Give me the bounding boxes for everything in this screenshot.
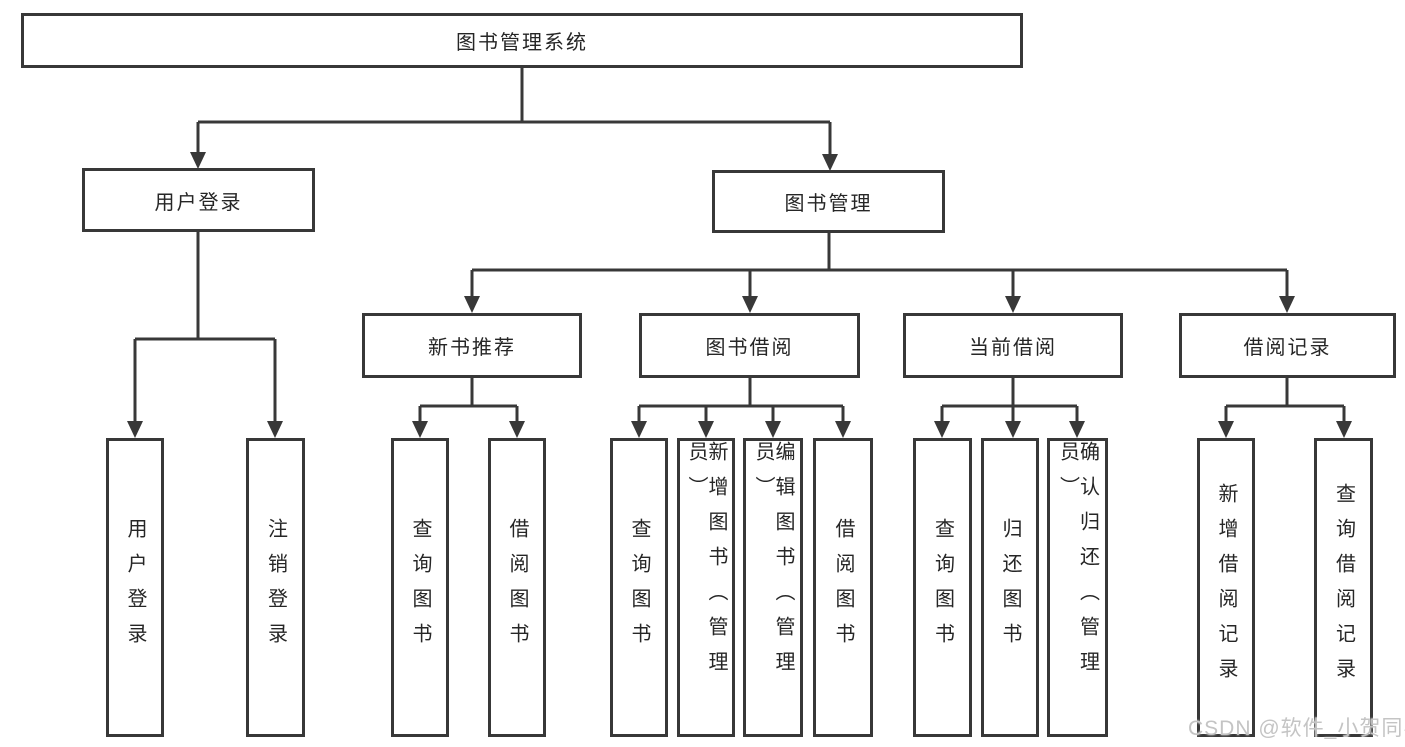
borrowing-records-connector: [1218, 378, 1352, 438]
node-borrowing-records: 借阅记录: [1179, 313, 1396, 378]
leaf-add-book-admin: 新增图书（管理员）: [677, 438, 735, 737]
node-new-book-recommend: 新书推荐: [362, 313, 582, 378]
node-label: 当前借阅: [969, 337, 1057, 359]
node-label: 查询图书: [628, 517, 650, 658]
node-label: 图书管理系统: [456, 32, 588, 54]
user-login-branch-connector: [127, 232, 283, 438]
leaf-query-books-borrowing: 查询图书: [610, 438, 668, 737]
arrowhead-icon: [412, 421, 428, 438]
arrowhead-icon: [934, 421, 950, 438]
arrowhead-icon: [1069, 421, 1085, 438]
arrowhead-icon: [464, 296, 480, 313]
leaf-borrow-books-borrowing: 借阅图书: [813, 438, 873, 737]
node-label: 借阅图书: [832, 517, 854, 658]
current-borrowing-connector: [934, 378, 1085, 438]
arrowhead-icon: [822, 154, 838, 171]
arrowhead-icon: [1218, 421, 1234, 438]
node-label: 查询借阅记录: [1332, 482, 1355, 693]
new-book-recommend-connector: [412, 378, 525, 438]
arrowhead-icon: [835, 421, 851, 438]
arrowhead-icon: [267, 421, 283, 438]
root-to-level1-connector: [190, 68, 838, 171]
node-current-borrowing: 当前借阅: [903, 313, 1123, 378]
node-label: 确认归还（管理员）: [1056, 441, 1099, 686]
leaf-query-books-current: 查询图书: [913, 438, 972, 737]
node-label: 图书管理: [784, 193, 873, 215]
leaf-add-borrow-record: 新增借阅记录: [1197, 438, 1255, 737]
node-label: 图书借阅: [705, 337, 794, 359]
node-label: 新增图书（管理员）: [685, 441, 727, 686]
leaf-query-borrow-record: 查询借阅记录: [1314, 438, 1373, 737]
node-label: 注销登录: [264, 517, 287, 658]
leaf-user-login: 用户登录: [106, 438, 164, 737]
leaf-edit-book-admin: 编辑图书（管理员）: [743, 438, 803, 737]
arrowhead-icon: [1336, 421, 1352, 438]
arrowhead-icon: [765, 421, 781, 438]
arrowhead-icon: [631, 421, 647, 438]
watermark: CSDN @软件_小贺同学: [1188, 717, 1405, 740]
book-borrowing-connector: [631, 378, 851, 438]
node-label: 借阅图书: [506, 517, 528, 658]
book-mgmt-to-level2-connector: [464, 233, 1295, 313]
arrowhead-icon: [698, 421, 714, 438]
leaf-return-book: 归还图书: [981, 438, 1039, 737]
node-label: 用户登录: [124, 517, 146, 658]
arrowhead-icon: [1279, 296, 1295, 313]
leaf-logout: 注销登录: [246, 438, 305, 737]
leaf-query-books-recommend: 查询图书: [391, 438, 449, 737]
arrowhead-icon: [127, 421, 143, 438]
node-label: 借阅记录: [1243, 337, 1332, 359]
node-book-borrowing: 图书借阅: [639, 313, 860, 378]
node-label: 编辑图书（管理员）: [752, 441, 794, 686]
arrowhead-icon: [509, 421, 525, 438]
node-label: 用户登录: [154, 191, 243, 214]
node-label: 归还图书: [999, 517, 1021, 658]
arrowhead-icon: [1005, 296, 1021, 313]
node-label: 查询图书: [409, 517, 431, 658]
node-label: 新增借阅记录: [1215, 482, 1237, 693]
node-label: 查询图书: [931, 517, 954, 658]
node-label: 新书推荐: [428, 337, 516, 359]
arrowhead-icon: [742, 296, 758, 313]
node-user-login-branch: 用户登录: [82, 168, 315, 232]
node-book-management: 图书管理: [712, 170, 945, 233]
leaf-borrow-books-recommend: 借阅图书: [488, 438, 546, 737]
arrowhead-icon: [190, 152, 206, 169]
arrowhead-icon: [1005, 421, 1021, 438]
leaf-confirm-return-admin: 确认归还（管理员）: [1047, 438, 1108, 737]
node-library-management-system: 图书管理系统: [21, 13, 1023, 68]
